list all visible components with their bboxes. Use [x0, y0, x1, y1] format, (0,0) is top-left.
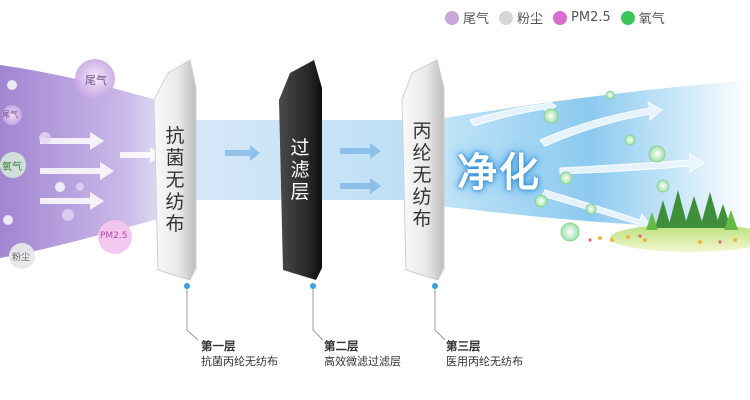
- layer-desc-1: 抗菌丙纶无纺布: [201, 355, 278, 368]
- oxygen-bubble: [534, 194, 548, 208]
- legend-dot-oxygen: [620, 10, 635, 25]
- layer-desc-3: 医用丙纶无纺布: [446, 355, 523, 368]
- legend-dot-pm25: [553, 10, 568, 25]
- legend-label-oxygen: 氧气: [638, 12, 665, 27]
- bubble-label-dust: 粉尘: [12, 253, 31, 263]
- marker-layer-3: [432, 283, 438, 289]
- layer-markers: [184, 283, 438, 289]
- legend-label-pm25: PM2.5: [571, 10, 611, 25]
- flow-arrows-left: [40, 132, 161, 210]
- oxygen-bubble: [656, 179, 670, 193]
- oxygen-bubble: [648, 145, 666, 163]
- bubble-label-exhaust-small: 尾气: [2, 110, 18, 119]
- pm25-bubble: [98, 220, 132, 254]
- oxygen-bubble: [605, 90, 615, 100]
- dust-bubble: [9, 243, 35, 269]
- bubble-label-oxygen: 氧气: [2, 162, 22, 173]
- legend: 尾气 粉尘 PM2.5 氧气: [445, 8, 669, 27]
- panel-label-2: 过滤层: [290, 137, 310, 203]
- pollutant-bubbles: [0, 59, 132, 269]
- filter-panel-2: [279, 60, 322, 280]
- layer-title-2: 第二层: [324, 339, 359, 353]
- oxygen-bubble-left: [0, 152, 26, 178]
- legend-item-exhaust: 尾气: [445, 8, 489, 27]
- oxygen-bubble: [543, 108, 559, 124]
- exhaust-bubble-small: [2, 105, 22, 125]
- legend-dot-dust: [499, 10, 514, 25]
- oxygen-bubble: [560, 222, 580, 242]
- bubble-label-pm25: PM2.5: [100, 231, 128, 241]
- panel-label-3: 丙纶无纺布: [412, 120, 432, 230]
- layer-title-1: 第一层: [201, 339, 236, 353]
- polluted-air-flow: [0, 65, 175, 258]
- marker-layer-1: [184, 283, 190, 289]
- layer-caption-3: 第三层 医用丙纶无纺布: [446, 338, 523, 370]
- legend-label-exhaust: 尾气: [463, 12, 490, 27]
- layer-desc-2: 高效微滤过滤层: [324, 355, 401, 368]
- purified-title: 净化: [457, 150, 541, 196]
- bubble-label-exhaust: 尾气: [85, 74, 107, 87]
- oxygen-bubbles: [534, 90, 670, 242]
- leader-lines: [186, 287, 446, 341]
- exhaust-bubble: [75, 59, 115, 99]
- marker-layer-2: [310, 283, 316, 289]
- oxygen-bubble: [559, 171, 573, 185]
- layer-caption-1: 第一层 抗菌丙纶无纺布: [201, 338, 278, 370]
- flow-arrows-middle: [225, 143, 381, 194]
- layer-title-3: 第三层: [446, 339, 481, 353]
- landscape: [588, 190, 750, 252]
- clean-air-flow: [430, 80, 750, 230]
- legend-item-oxygen: 氧气: [620, 8, 665, 27]
- flow-arrows-right: [469, 96, 705, 231]
- legend-dot-exhaust: [445, 10, 459, 25]
- filter-panel-3: [401, 59, 445, 281]
- oxygen-bubble: [624, 134, 636, 146]
- legend-label-dust: 粉尘: [517, 12, 544, 27]
- panel-label-1: 抗菌无纺布: [165, 125, 185, 235]
- oxygen-bubble: [585, 203, 597, 215]
- layer-caption-2: 第二层 高效微滤过滤层: [324, 338, 401, 370]
- legend-item-pm25: PM2.5: [553, 10, 611, 25]
- filter-panel-1: [153, 59, 197, 281]
- legend-item-dust: 粉尘: [499, 8, 543, 27]
